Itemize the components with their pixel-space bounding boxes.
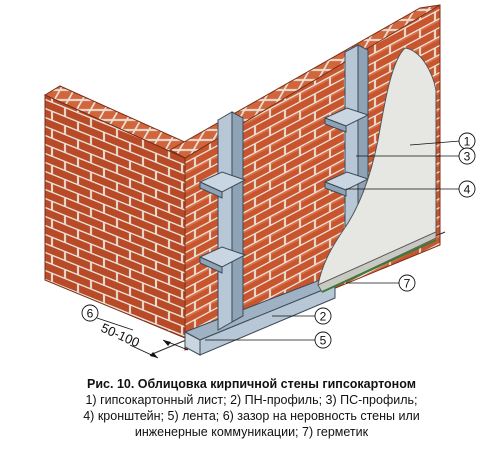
sealant-line	[321, 239, 437, 293]
left-brick-wall	[43, 85, 199, 339]
caption-line-2: 4) кронштейн; 5) лента; 6) зазор на неро…	[83, 409, 420, 423]
callout-7: 7	[346, 274, 416, 292]
callout-4-number: 4	[464, 183, 471, 197]
callout-1-number: 1	[464, 135, 471, 149]
callout-2-number: 2	[320, 310, 327, 324]
callout-3-number: 3	[464, 150, 471, 164]
bracket-right-upper	[323, 107, 370, 133]
bracket-left-lower	[198, 246, 247, 274]
callout-5-number: 5	[320, 334, 327, 348]
gap-dimension-text: 50-100	[99, 320, 142, 350]
gypsum-board	[317, 47, 437, 293]
wall-cladding-illustration: 1 2 3 4 5 6 7 50-100	[43, 4, 476, 359]
callout-4: 4	[346, 180, 476, 198]
bracket-left-upper	[198, 171, 247, 199]
callout-6-number: 6	[87, 307, 94, 321]
vertical-stud-left	[217, 111, 244, 331]
callout-5: 5	[205, 331, 332, 349]
callout-2: 2	[272, 307, 332, 325]
callout-7-number: 7	[404, 277, 411, 291]
caption-line-3: инженерные коммуникации; 7) герметик	[134, 425, 369, 439]
callout-3: 3	[356, 147, 476, 165]
callout-6: 6	[81, 304, 134, 331]
figure-caption: Рис. 10. Облицовка кирпичной стены гипсо…	[0, 376, 503, 440]
caption-title: Рис. 10. Облицовка кирпичной стены гипсо…	[87, 377, 416, 391]
caption-line-1: 1) гипсокартонный лист; 2) ПН-профиль; 3…	[85, 393, 418, 407]
